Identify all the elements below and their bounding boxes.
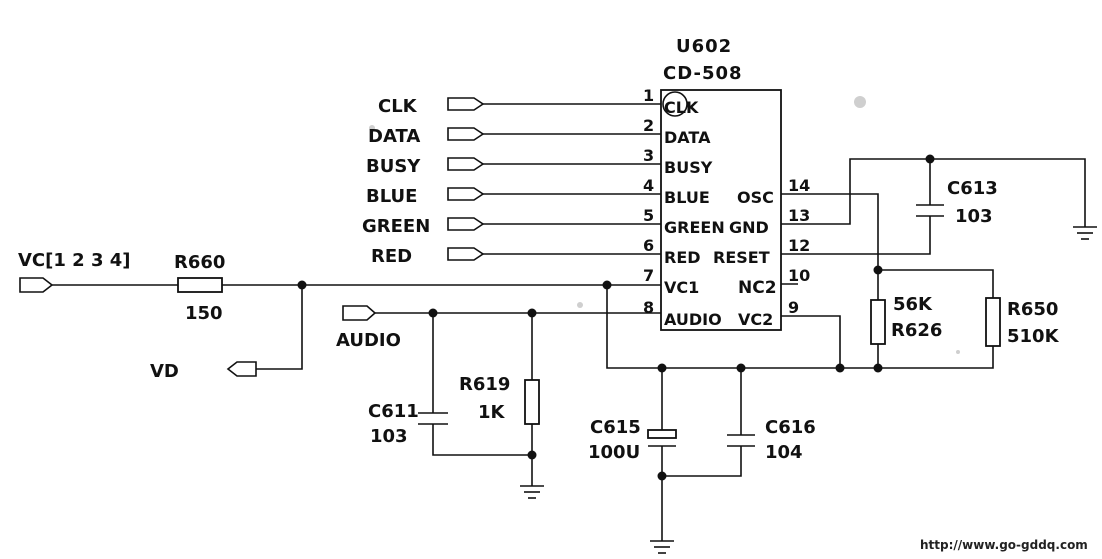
pin-name-vc2: VC2: [738, 310, 773, 329]
c615-value: 100U: [588, 442, 640, 463]
r626-value: 56K: [893, 294, 933, 315]
audio-port-arrow: [342, 305, 377, 321]
pin-name-audio: AUDIO: [664, 310, 722, 329]
c616-value: 104: [765, 442, 803, 463]
input-labels: CLK DATA BUSY BLUE GREEN RED: [362, 96, 430, 267]
c615-plate: [647, 429, 677, 439]
c611-value: 103: [370, 426, 408, 447]
input-wires: [483, 103, 661, 255]
left-pin-numbers: 1 2 3 4 5 6 7 8: [643, 86, 654, 317]
port-arrow-data: [447, 127, 485, 141]
input-label-red: RED: [371, 246, 412, 267]
pin-number: 7: [643, 266, 654, 285]
wire-osc: [781, 193, 879, 270]
c616-ref: C616: [765, 417, 816, 438]
pin-number: 1: [643, 86, 654, 105]
pin-name-osc: OSC: [737, 188, 774, 207]
input-label-clk: CLK: [378, 96, 418, 117]
c615-ref: C615: [590, 417, 641, 438]
pin-number: 3: [643, 146, 654, 165]
pin-number: 4: [643, 176, 654, 195]
audio-label: AUDIO: [336, 330, 401, 351]
left-pin-names: CLK DATA BUSY BLUE GREEN RED VC1 AUDIO: [664, 98, 725, 329]
pin-name-clk: CLK: [664, 98, 699, 117]
ground-symbol: [650, 540, 674, 554]
input-label-blue: BLUE: [366, 186, 417, 207]
pin1-marker-circle: [662, 91, 688, 117]
c616-lead: [662, 446, 742, 477]
right-pin-names: OSC GND RESET NC2 VC2: [713, 188, 777, 329]
c611-lead: [432, 424, 532, 456]
right-pin-numbers: 14 13 12 10 9: [788, 176, 810, 317]
input-label-data: DATA: [368, 126, 420, 147]
wire-bottom-bus: [606, 285, 878, 369]
port-arrow-busy: [447, 157, 485, 171]
port-arrow-red: [447, 247, 485, 261]
r650-value: 510K: [1007, 326, 1060, 347]
chip-ref: U602: [676, 36, 732, 57]
wire-vc2: [781, 315, 841, 368]
vd-port-arrow: [226, 361, 257, 377]
watermark-url: http://www.go-gddq.com: [920, 538, 1088, 552]
vc-bus-label: VC[1 2 3 4]: [18, 250, 131, 271]
r650-ref: R650: [1007, 299, 1058, 320]
chip-body: [660, 89, 782, 331]
pin-name-reset: RESET: [713, 248, 770, 267]
input-label-green: GREEN: [362, 216, 430, 237]
port-arrow-clk: [447, 97, 485, 111]
pin-name-blue: BLUE: [664, 188, 710, 207]
pin-number: 12: [788, 236, 810, 255]
r626-resistor: [870, 299, 886, 345]
pin-number: 5: [643, 206, 654, 225]
r650-lead: [878, 346, 994, 369]
pin-name-vc1: VC1: [664, 278, 699, 297]
vd-label: VD: [150, 361, 179, 382]
ground-symbol: [520, 485, 544, 499]
r626-ref: R626: [891, 320, 942, 341]
ground-symbol: [1073, 226, 1097, 240]
vc-bus-port-arrow: [19, 277, 54, 293]
pin-name-red: RED: [664, 248, 701, 267]
wire-r650-top: [878, 269, 994, 298]
r619-value: 1K: [478, 402, 506, 423]
r619-ref: R619: [459, 374, 510, 395]
input-ports: [447, 97, 485, 261]
chip-part: CD-508: [663, 63, 743, 84]
pin-name-green: GREEN: [664, 218, 725, 237]
pin-name-data: DATA: [664, 128, 711, 147]
junction-dot: [527, 450, 537, 460]
port-arrow-green: [447, 217, 485, 231]
pin-number: 14: [788, 176, 810, 195]
pin-name-gnd: GND: [729, 218, 769, 237]
pin-number: 2: [643, 116, 654, 135]
c613-value: 103: [955, 206, 993, 227]
pin-number: 8: [643, 298, 654, 317]
pin-number: 13: [788, 206, 810, 225]
r660-value: 150: [185, 303, 223, 324]
c613-ref: C613: [947, 178, 998, 199]
pin-name-busy: BUSY: [664, 158, 713, 177]
c611-ref: C611: [368, 401, 419, 422]
r650-resistor: [985, 297, 1001, 347]
r660-ref: R660: [174, 252, 225, 273]
r619-resistor: [524, 379, 540, 425]
pin-number: 9: [788, 298, 799, 317]
r660-resistor: [177, 277, 223, 293]
port-arrow-blue: [447, 187, 485, 201]
pin-number: 10: [788, 266, 810, 285]
wire-vd: [256, 285, 303, 370]
pin-name-nc2: NC2: [738, 278, 777, 298]
scan-noise: [369, 96, 960, 354]
wire-gnd: [781, 158, 1086, 227]
input-label-busy: BUSY: [366, 156, 421, 177]
c613-lead: [781, 216, 931, 255]
pin-number: 6: [643, 236, 654, 255]
